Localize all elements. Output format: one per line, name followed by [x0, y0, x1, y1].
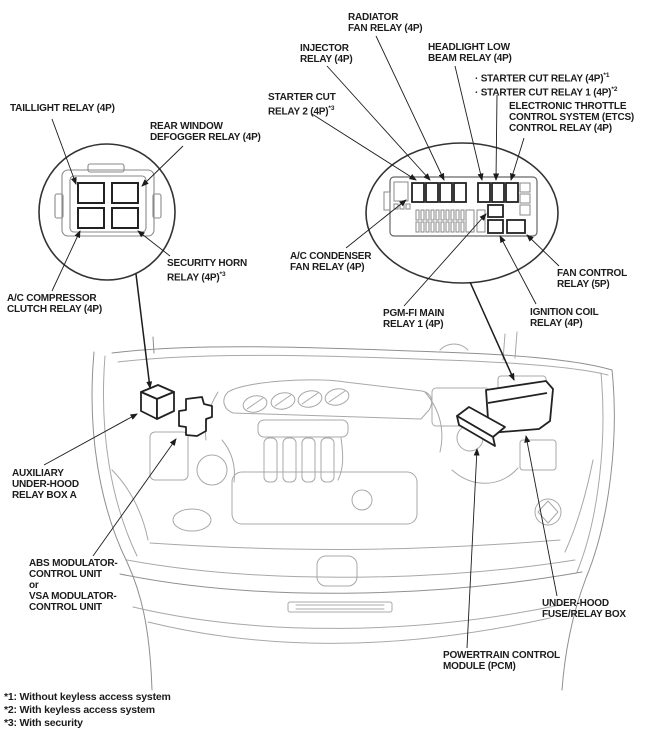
footnote-marker: *3 [219, 271, 226, 278]
callout-line: CONTROL RELAY (4P) [509, 123, 612, 134]
callout-line: VSA MODULATOR- [29, 591, 117, 602]
leader-lines [43, 35, 560, 649]
callout-line: FAN RELAY (4P) [348, 23, 423, 34]
callout-taillight-relay: TAILLIGHT RELAY (4P) [10, 103, 115, 114]
callout-line: ABS MODULATOR- [29, 558, 118, 569]
callout-line: FUSE/RELAY BOX [542, 609, 626, 620]
relay-sockets-2x2 [77, 182, 139, 229]
callout-line: ELECTRONIC THROTTLE [509, 101, 627, 112]
callout-line: RADIATOR [348, 12, 399, 23]
callout-line: BEAM RELAY (4P) [428, 53, 512, 64]
callout-line: RELAY (4P)*3 [167, 271, 226, 284]
callout-line: RELAY BOX A [12, 490, 77, 501]
callout-line: MODULE (PCM) [443, 661, 516, 672]
left-detail-circle [38, 143, 176, 281]
footnote-marker: *1 [603, 72, 610, 79]
callout-footnotes: *1: Without keyless access system*2: Wit… [4, 691, 171, 730]
callout-line: · STARTER CUT RELAY 1 (4P)*2 [475, 86, 618, 99]
callout-line: HEADLIGHT LOW [428, 42, 510, 53]
callout-line: FAN CONTROL [557, 268, 628, 279]
engine-bay-illustration [91, 331, 615, 691]
callout-line: POWERTRAIN CONTROL [443, 650, 560, 661]
callout-line: AUXILIARY [12, 468, 64, 479]
fuse-relay-box-detail [365, 142, 559, 284]
callout-line: TAILLIGHT RELAY (4P) [10, 103, 115, 114]
callout-line: · STARTER CUT RELAY (4P)*1 [475, 72, 610, 85]
callout-line: RELAY 1 (4P) [383, 319, 444, 330]
footnote-marker: *2 [611, 86, 618, 94]
callout-starter-cut-relay-list: · STARTER CUT RELAY (4P)*1· STARTER CUT … [475, 70, 617, 99]
callout-line: FAN RELAY (4P) [290, 262, 365, 273]
callout-starter-cut-relay-2: STARTER CUT RELAY 2 (4P)*3 [268, 92, 336, 117]
callout-line: *2: With keyless access system [4, 704, 155, 716]
callout-line: STARTER CUT [268, 92, 336, 103]
callout-line: SECURITY HORN [167, 258, 248, 269]
relay-sockets-top-row [411, 182, 519, 203]
relay-sockets-bottom-right [487, 204, 526, 234]
callout-line: *3: With security [4, 717, 83, 729]
callout-security-horn-relay: SECURITY HORN RELAY (4P)*3 [167, 258, 247, 283]
callout-line: CONTROL SYSTEM (ETCS) [509, 112, 635, 123]
callout-line: CONTROL UNIT [29, 602, 102, 613]
callout-line: IGNITION COIL [530, 307, 599, 318]
callout-line: A/C COMPRESSOR [7, 293, 97, 304]
callout-line: CONTROL UNIT [29, 569, 102, 580]
callout-line: or [29, 580, 39, 591]
callout-line: PGM-FI MAIN [383, 308, 445, 319]
callout-line: RELAY (4P) [530, 318, 583, 329]
callout-line: *1: Without keyless access system [4, 691, 171, 703]
callout-line: UNDER-HOOD [542, 598, 609, 609]
callout-line: RELAY 2 (4P)*3 [268, 105, 335, 118]
callout-line: A/C CONDENSER [290, 251, 372, 262]
auxiliary-relay-box-a-shape [140, 384, 175, 420]
callout-line: CLUTCH RELAY (4P) [7, 304, 102, 315]
callout-line: RELAY (5P) [557, 279, 610, 290]
callout-line: UNDER-HOOD [12, 479, 79, 490]
callout-line: REAR WINDOW [150, 121, 223, 132]
abs-vsa-modulator-shape [178, 396, 213, 437]
pcm-shape [456, 406, 506, 447]
callout-line: DEFOGGER RELAY (4P) [150, 132, 261, 143]
footnote-marker: *3 [328, 105, 335, 112]
under-hood-fuse-relay-box-shape [485, 380, 554, 434]
highlighted-components [140, 380, 554, 447]
callout-line: RELAY (4P) [300, 54, 353, 65]
callout-line: INJECTOR [300, 43, 349, 54]
